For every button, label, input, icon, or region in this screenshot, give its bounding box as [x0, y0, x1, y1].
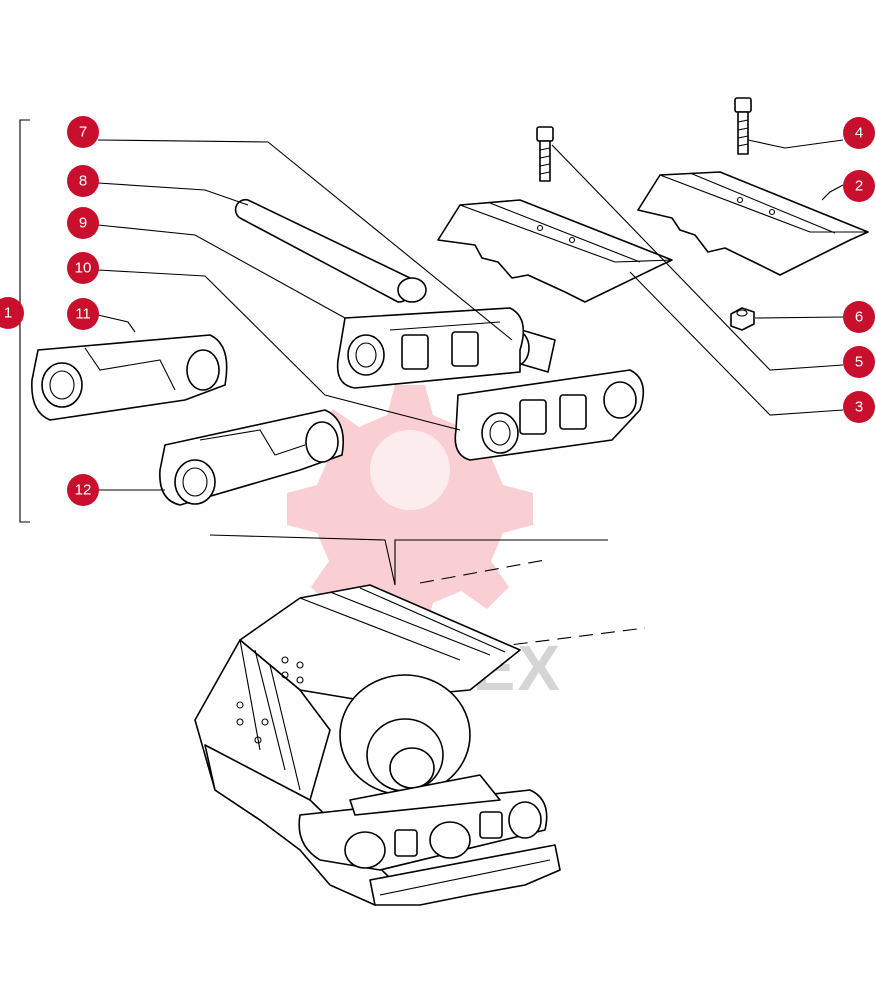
callout-2: 2 [843, 170, 875, 202]
svg-text:7: 7 [79, 124, 87, 141]
svg-text:6: 6 [855, 309, 863, 326]
link-lower [159, 409, 344, 506]
link-left [31, 334, 228, 421]
link-middle [454, 369, 645, 461]
callout-6: 6 [843, 301, 875, 333]
callout-3: 3 [843, 391, 875, 423]
link-upper [336, 307, 525, 389]
svg-text:3: 3 [855, 399, 863, 416]
callout-7: 7 [67, 116, 99, 148]
svg-text:4: 4 [855, 125, 863, 142]
svg-text:2: 2 [855, 178, 863, 195]
track-shoe-left [437, 199, 673, 303]
track-shoe-right [637, 171, 869, 276]
nut [730, 307, 755, 331]
svg-text:11: 11 [75, 306, 91, 323]
callout-1: 1 [0, 297, 24, 329]
callout-11: 11 [67, 298, 99, 330]
callout-9: 9 [67, 207, 99, 239]
svg-text:12: 12 [75, 482, 92, 499]
callout-12: 12 [67, 474, 99, 506]
track-assembly [194, 534, 646, 906]
bolt-right [734, 97, 752, 155]
svg-text:9: 9 [79, 215, 87, 232]
svg-text:5: 5 [855, 354, 863, 371]
callout-4: 4 [843, 117, 875, 149]
svg-text:1: 1 [4, 305, 12, 322]
callout-8: 8 [67, 165, 99, 197]
svg-text:10: 10 [75, 260, 92, 277]
callout-5: 5 [843, 346, 875, 378]
leader-lines [97, 139, 844, 491]
callout-10: 10 [67, 252, 99, 284]
svg-text:8: 8 [79, 173, 87, 190]
bolt-left [536, 126, 554, 182]
pin [234, 198, 427, 303]
